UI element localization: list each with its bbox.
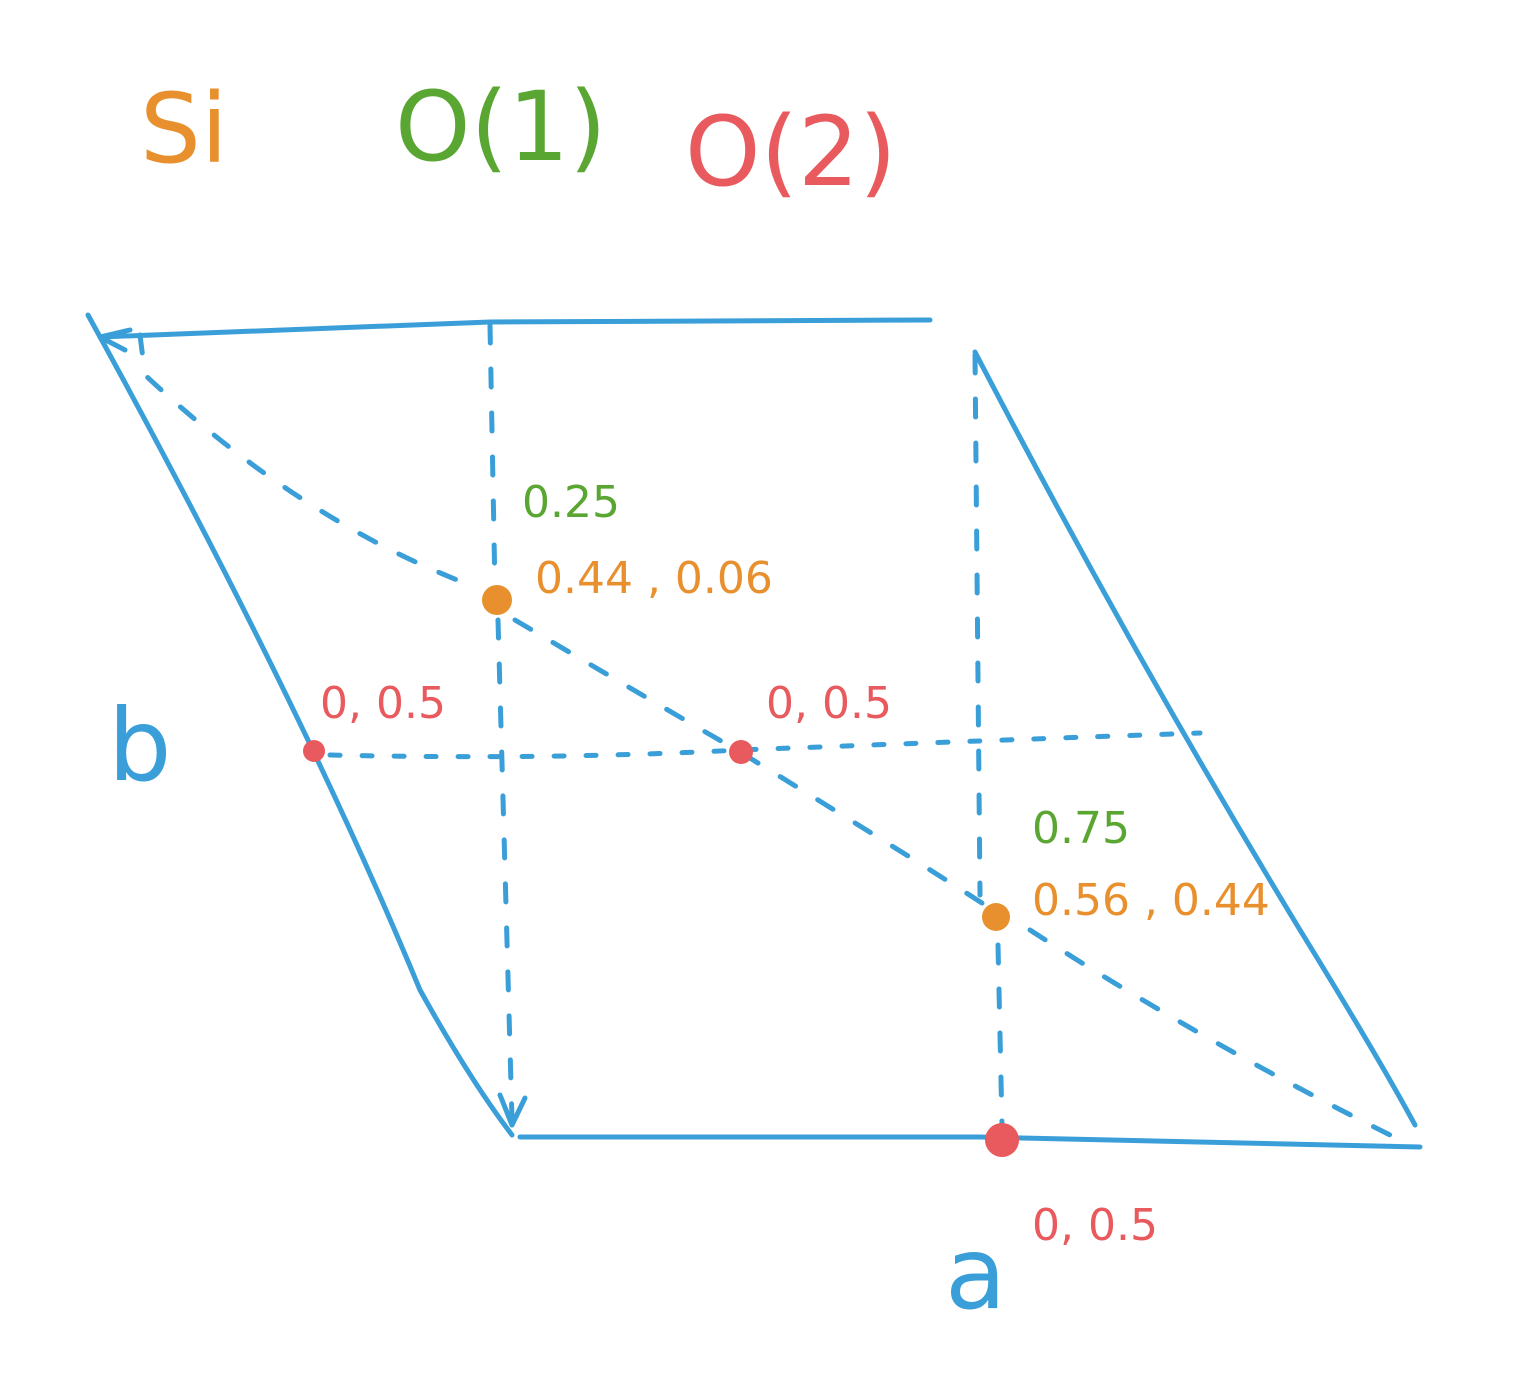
horizontal-dash-middle [327, 730, 1203, 760]
vertical-dash-lower-left [495, 617, 515, 1123]
cell-top-edge [97, 317, 933, 340]
axis-b-label: b [108, 687, 171, 804]
cell-left-edge [85, 312, 515, 1138]
cell-outline [85, 312, 1423, 1150]
vertical-dash-upper-left [487, 322, 498, 593]
si-upper-z-label: 0.25 [522, 477, 620, 528]
o2-bottom-label: 0, 0.5 [1032, 1200, 1158, 1251]
cell-right-edge [972, 349, 1418, 1128]
o2-atom-bottom [985, 1123, 1019, 1157]
diagonal-dash-upper [137, 332, 473, 588]
legend-o2: O(2) [685, 96, 897, 208]
si-atom-lower [982, 903, 1010, 931]
legend-si: Si [140, 73, 228, 185]
o2-center-label: 0, 0.5 [766, 678, 892, 729]
diagonal-dash-lower [1027, 927, 1393, 1138]
cell-bottom-edge [517, 1134, 1423, 1150]
vertical-dash-upper-right [972, 352, 983, 898]
legend-o1: O(1) [395, 71, 607, 183]
construction-lines [137, 322, 1393, 1138]
o2-atom-center [729, 740, 753, 764]
b-axis-arrowhead [97, 327, 133, 353]
si-atom-upper [482, 585, 512, 615]
diagonal-dash-middle [512, 617, 988, 908]
axis-a-label: a [945, 1215, 1006, 1332]
si-lower-z-label: 0.75 [1032, 803, 1130, 854]
o2-atom-left [303, 740, 325, 762]
si-lower-coord-label: 0.56 , 0.44 [1032, 875, 1270, 926]
o2-left-label: 0, 0.5 [320, 678, 446, 729]
si-upper-coord-label: 0.44 , 0.06 [535, 553, 773, 604]
vertical-dash-lower-right [995, 942, 1005, 1128]
